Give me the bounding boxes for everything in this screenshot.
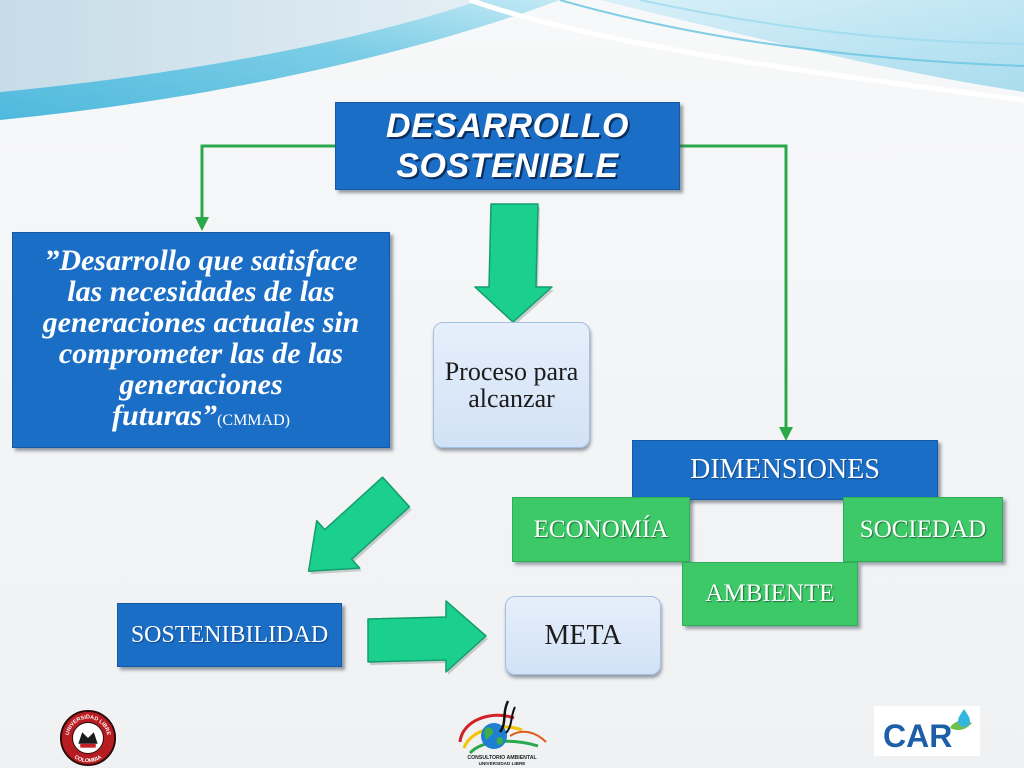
dimension-society-box: SOCIEDAD: [843, 497, 1003, 562]
arrow-to-goal: [367, 600, 488, 675]
definition-line: futuras”: [112, 398, 218, 432]
title-box: DESARROLLO SOSTENIBLE: [335, 102, 680, 190]
logo-text-line2: UNIVERSIDAD LIBRE: [479, 761, 526, 766]
seal-text-bottom: COLOMBIA: [73, 754, 103, 764]
universidad-libre-seal-icon: UNIVERSIDAD LIBRE COLOMBIA: [59, 709, 117, 767]
connector-line: [680, 144, 788, 430]
definition-box: ”Desarrollo que satisface las necesidade…: [12, 232, 390, 448]
definition-line: generaciones actuales sin: [42, 305, 360, 339]
process-label: Proceso para alcanzar: [444, 357, 579, 413]
seal-emblem-accent: [80, 743, 96, 748]
logo-flame-2: [505, 706, 516, 734]
arrow-down-shape: [474, 203, 553, 323]
wave-top-right: [600, 0, 1024, 92]
connector-arrowhead: [779, 427, 793, 441]
arrow-down-left-shape: [307, 476, 411, 573]
dimension-environment-box: AMBIENTE: [682, 562, 858, 626]
logo-flame-1: [498, 700, 510, 733]
definition-line: ”Desarrollo que satisface: [44, 243, 358, 277]
definition-line-last: futuras”(CMMAD): [43, 400, 360, 436]
definition-line: las necesidades de las: [67, 274, 335, 308]
dimensions-title: DIMENSIONES: [690, 454, 880, 485]
dimension-economy-box: ECONOMÍA: [512, 497, 690, 562]
wave-top-left: [0, 0, 480, 92]
car-logo-icon: CAR: [874, 706, 980, 756]
wave-band: [0, 0, 560, 120]
process-box: Proceso para alcanzar: [433, 322, 590, 448]
goal-label: META: [544, 619, 622, 651]
seal-emblem: [78, 732, 98, 744]
arrow-to-process: [474, 203, 554, 325]
connector-line: [200, 144, 335, 220]
definition-text: ”Desarrollo que satisface las necesidade…: [43, 245, 360, 436]
wave-line-2: [639, 0, 1024, 45]
logo-arc-red: [458, 713, 515, 743]
arrow-right-shape: [367, 600, 487, 673]
logo-text-line1: CONSULTORIO AMBIENTAL: [467, 755, 537, 761]
sustainability-box: SOSTENIBILIDAD: [117, 603, 342, 667]
dimension-environment-label: AMBIENTE: [705, 580, 835, 607]
wave-line-1: [559, 0, 1024, 67]
logo-globe-land: [484, 727, 504, 745]
definition-source: (CMMAD): [217, 411, 290, 429]
page-title: DESARROLLO SOSTENIBLE: [386, 107, 629, 185]
definition-line: comprometer las de las: [58, 336, 344, 370]
seal-text-bottom-wrap: COLOMBIA: [73, 754, 103, 764]
consultorio-ambiental-globe-icon: CONSULTORIO AMBIENTAL UNIVERSIDAD LIBRE: [458, 700, 547, 766]
sustainability-label: SOSTENIBILIDAD: [130, 621, 329, 648]
dimension-society-label: SOCIEDAD: [859, 515, 987, 543]
car-logo-drop: [958, 709, 970, 727]
connector-to-dimensions: [680, 144, 793, 441]
arrow-to-sustainability: [307, 476, 412, 575]
connector-arrowhead: [195, 217, 209, 231]
definition-line: generaciones: [119, 367, 283, 401]
goal-box: META: [505, 596, 661, 675]
dimension-economy-label: ECONOMÍA: [533, 515, 669, 543]
wave-line-white: [469, 0, 1024, 103]
header-wave: [0, 0, 1024, 120]
car-logo-text: CAR: [883, 718, 952, 754]
logo-arc-orange: [509, 730, 547, 743]
dimensions-box: DIMENSIONES: [632, 440, 938, 500]
connector-to-definition: [195, 144, 335, 231]
